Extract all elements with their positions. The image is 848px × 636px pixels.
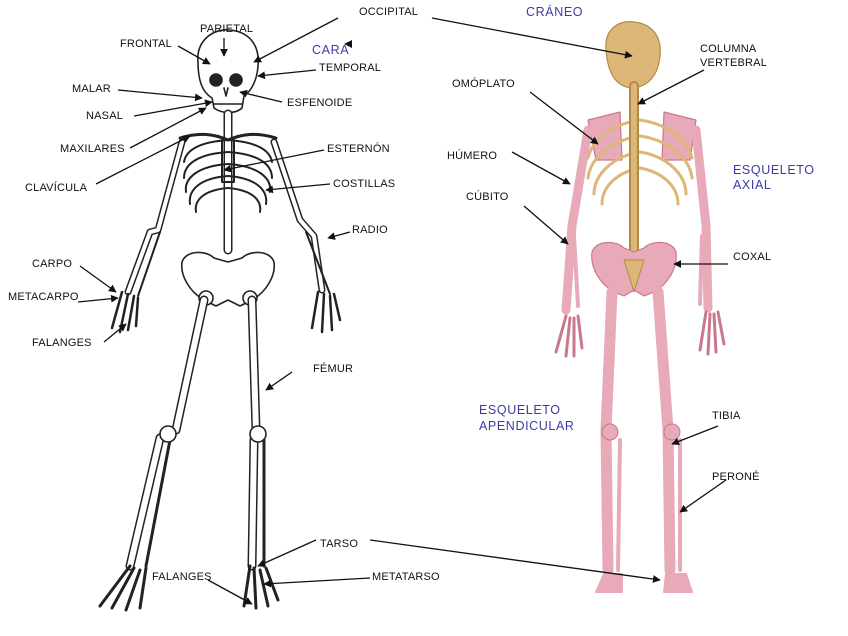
label-perone: PERONÉ — [712, 471, 760, 483]
label-carpo: CARPO — [32, 258, 73, 270]
label-coxal: COXAL — [733, 251, 772, 263]
label-esqueleto-apendicular-1: ESQUELETO — [479, 403, 561, 417]
label-cara: CARA — [312, 43, 350, 57]
left-arm-lines — [110, 138, 186, 334]
label-columna-vertebral-1: COLUMNA — [700, 43, 757, 55]
label-esqueleto-apendicular-2: APENDICULAR — [479, 419, 575, 433]
label-esqueleto-axial-1: ESQUELETO — [733, 163, 815, 177]
label-femur: FÉMUR — [313, 363, 354, 375]
pelvis — [180, 251, 276, 307]
label-maxilares: MAXILARES — [60, 143, 125, 155]
label-malar: MALAR — [72, 83, 111, 95]
label-metacarpo: METACARPO — [8, 291, 79, 303]
label-costillas: COSTILLAS — [333, 178, 396, 190]
label-humero: HÚMERO — [447, 150, 498, 162]
skull — [197, 29, 259, 114]
label-clavicula: CLAVÍCULA — [25, 182, 88, 194]
scapula-left — [587, 111, 623, 161]
label-occipital: OCCIPITAL — [359, 6, 419, 18]
label-esqueleto-axial-2: AXIAL — [733, 178, 772, 192]
colored-skeleton — [554, 21, 726, 593]
label-omoplato: OMÓPLATO — [452, 78, 515, 90]
label-nasal: NASAL — [86, 110, 124, 122]
label-esfenoide: ESFENOIDE — [287, 97, 353, 109]
label-falanges-mano: FALANGES — [32, 337, 92, 349]
leader-lines — [77, 17, 728, 605]
label-radio: RADIO — [352, 224, 388, 236]
colored-skull — [605, 21, 661, 89]
label-falanges-pie: FALANGES — [152, 571, 212, 583]
label-temporal: TEMPORAL — [319, 62, 382, 74]
label-tarso: TARSO — [320, 538, 359, 550]
ribcage — [183, 139, 273, 213]
line-skeleton — [98, 29, 342, 612]
label-frontal: FRONTAL — [120, 38, 172, 50]
right-arm-lines — [270, 138, 342, 334]
colored-arms — [554, 125, 726, 358]
legs-lines — [98, 295, 280, 612]
label-metatarso: METATARSO — [372, 571, 440, 583]
label-esternon: ESTERNÓN — [327, 143, 390, 155]
label-craneo: CRÁNEO — [526, 5, 584, 19]
cara-mark — [344, 40, 352, 48]
label-cubito: CÚBITO — [466, 191, 509, 203]
label-parietal: PARIETAL — [200, 23, 254, 35]
label-tibia: TIBIA — [712, 410, 741, 422]
label-columna-vertebral-2: VERTEBRAL — [700, 57, 768, 69]
